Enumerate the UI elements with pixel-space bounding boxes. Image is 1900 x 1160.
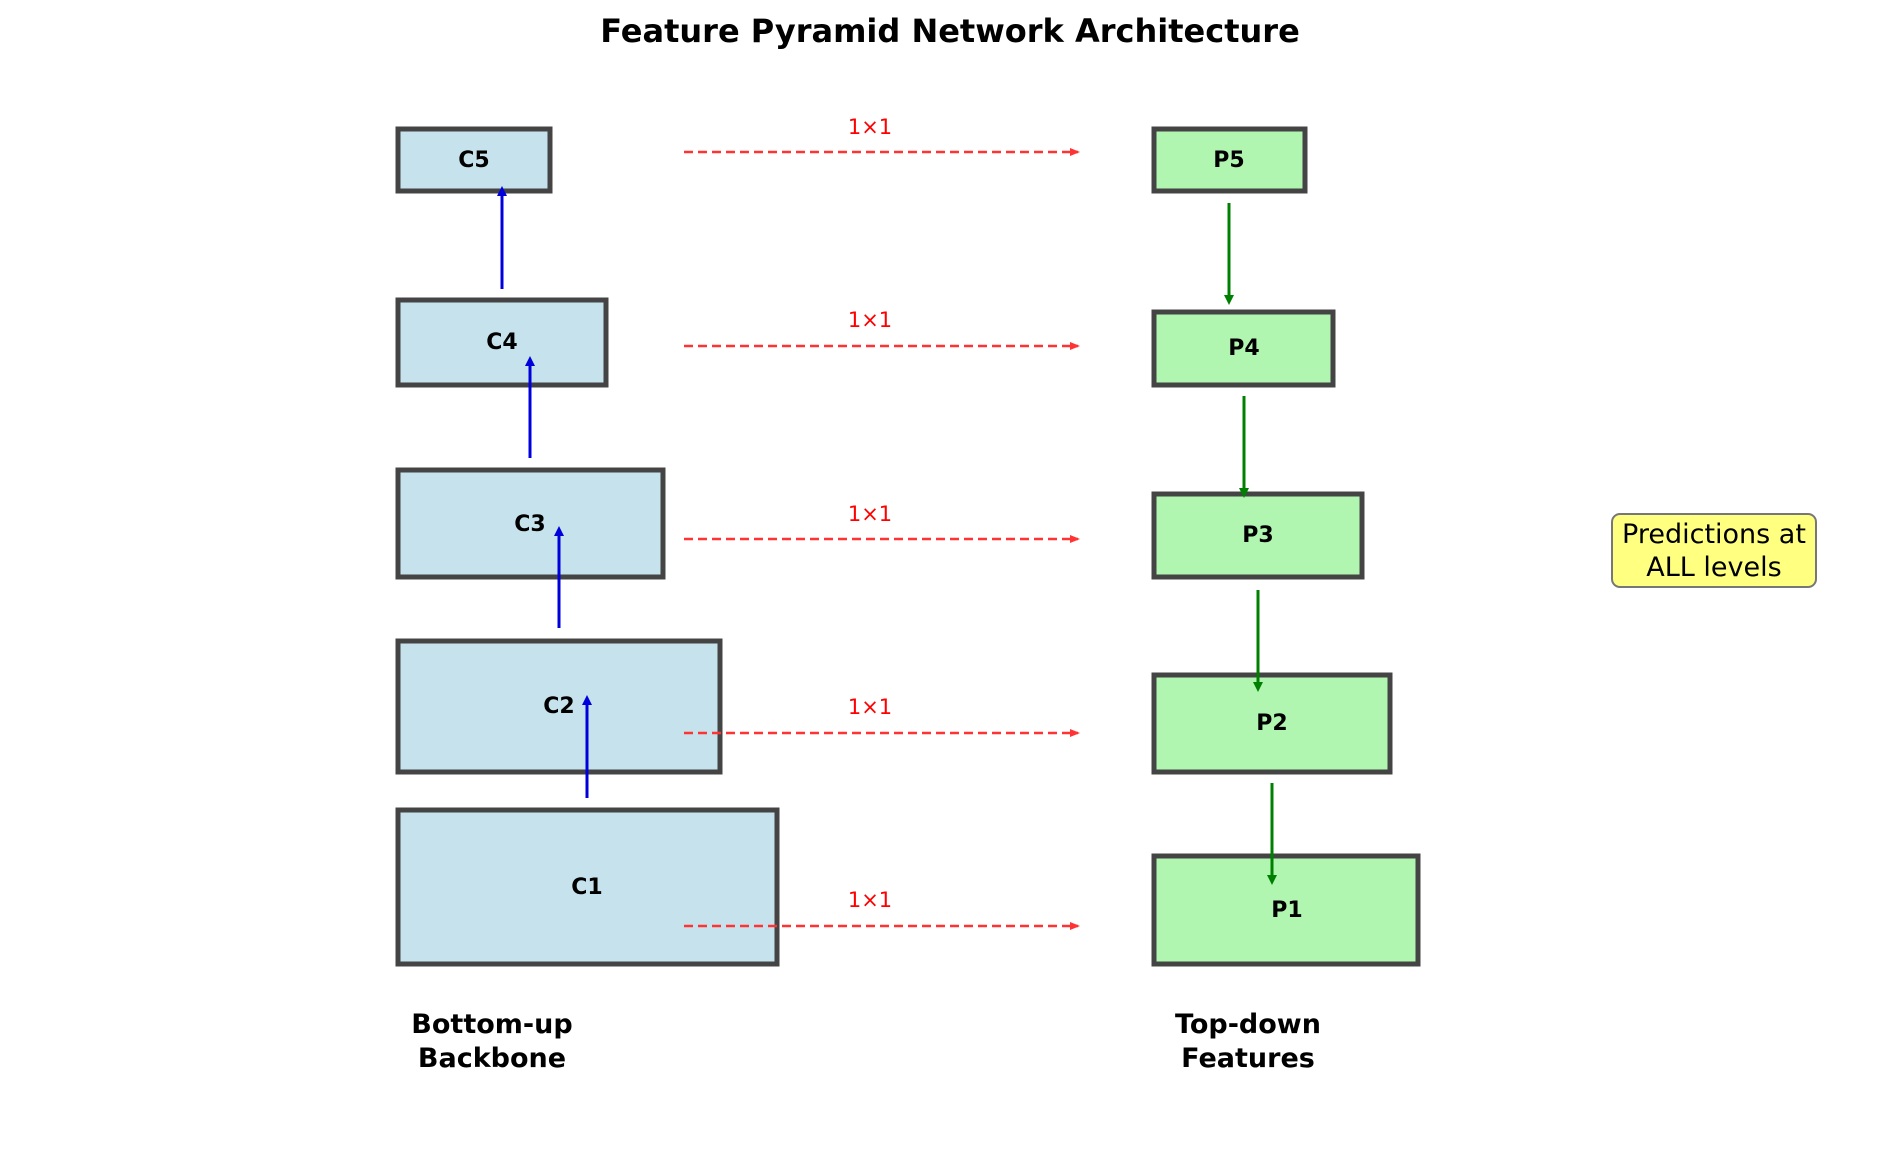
lateral-label-4: 1×1 [848, 308, 892, 332]
backbone-box-c2 [395, 638, 723, 775]
topdown-box-p5 [1151, 126, 1308, 194]
node-label-p2: P2 [1256, 711, 1287, 736]
lateral-label-3: 1×1 [848, 502, 892, 526]
backbone-box-c1 [395, 807, 780, 967]
backbone-box-c4 [395, 297, 609, 388]
topdown-label: Top-down Features [1175, 1009, 1321, 1074]
node-label-c3: C3 [514, 512, 545, 537]
node-label-c4: C4 [486, 330, 517, 355]
topdown-box-p1 [1151, 853, 1421, 967]
lateral-label-2: 1×1 [848, 695, 892, 719]
node-label-c2: C2 [543, 694, 574, 719]
lateral-label-1: 1×1 [848, 888, 892, 912]
lateral-label-5: 1×1 [848, 115, 892, 139]
predictions-note: Predictions at ALL levels [1611, 513, 1817, 588]
diagram-title: Feature Pyramid Network Architecture [600, 12, 1300, 50]
node-label-p5: P5 [1213, 148, 1244, 173]
topdown-box-p2 [1151, 672, 1393, 775]
node-label-p3: P3 [1242, 523, 1273, 548]
node-label-p1: P1 [1271, 898, 1302, 923]
backbone-box-c5 [395, 126, 553, 194]
topdown-box-p3 [1151, 491, 1365, 580]
node-label-c1: C1 [571, 875, 602, 900]
backbone-label: Bottom-up Backbone [411, 1009, 573, 1074]
node-label-p4: P4 [1228, 336, 1259, 361]
node-label-c5: C5 [458, 148, 489, 173]
topdown-box-p4 [1151, 309, 1336, 388]
backbone-box-c3 [395, 467, 666, 580]
